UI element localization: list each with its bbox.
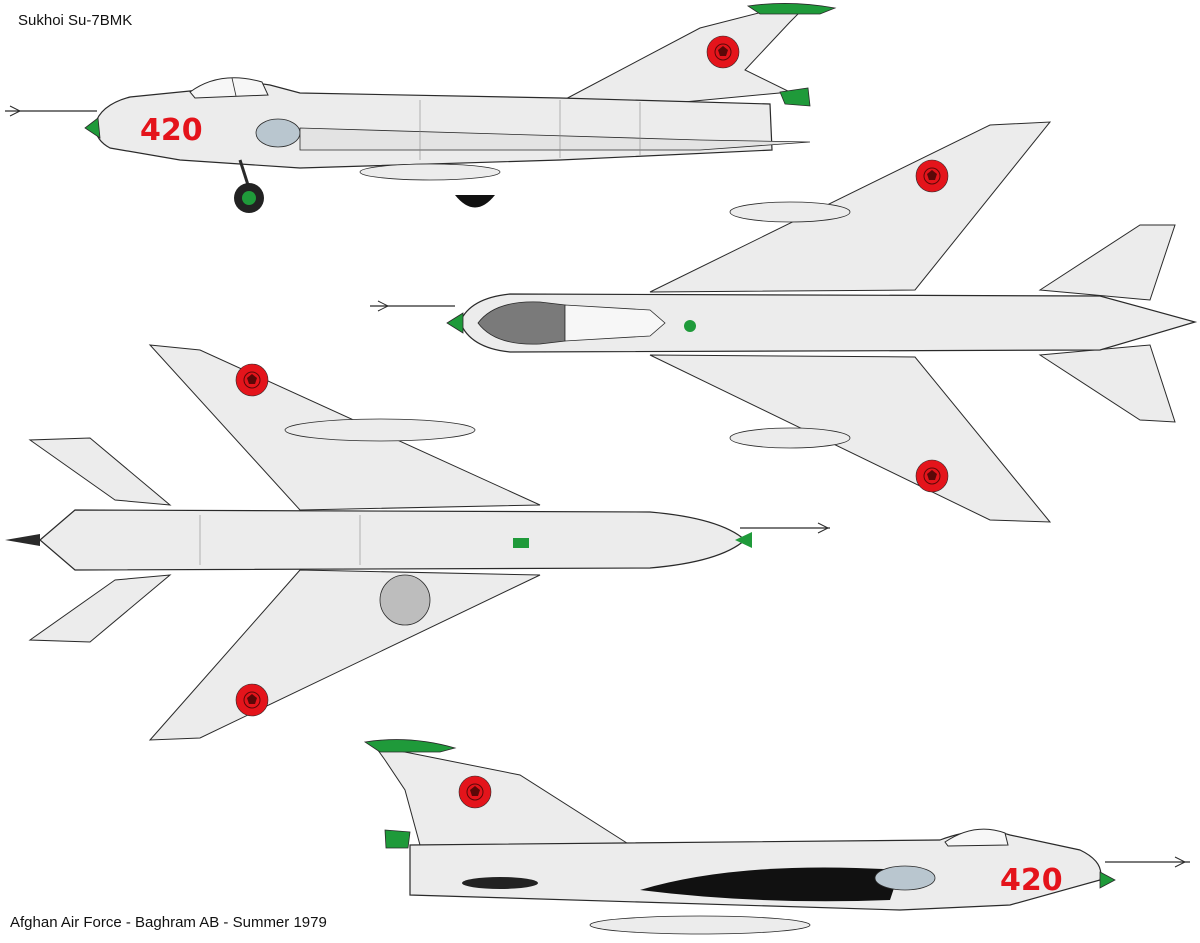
left-side-view: 420: [5, 3, 837, 213]
bottom-view: [5, 344, 830, 741]
sheet-title: Sukhoi Su-7BMK: [18, 12, 133, 29]
serial-number-right: 420: [1000, 863, 1063, 898]
sheet-footer: Afghan Air Force - Baghram AB - Summer 1…: [10, 914, 327, 931]
top-view: [370, 121, 1198, 523]
right-side-view: 420: [363, 739, 1190, 935]
serial-number-left: 420: [140, 113, 203, 148]
